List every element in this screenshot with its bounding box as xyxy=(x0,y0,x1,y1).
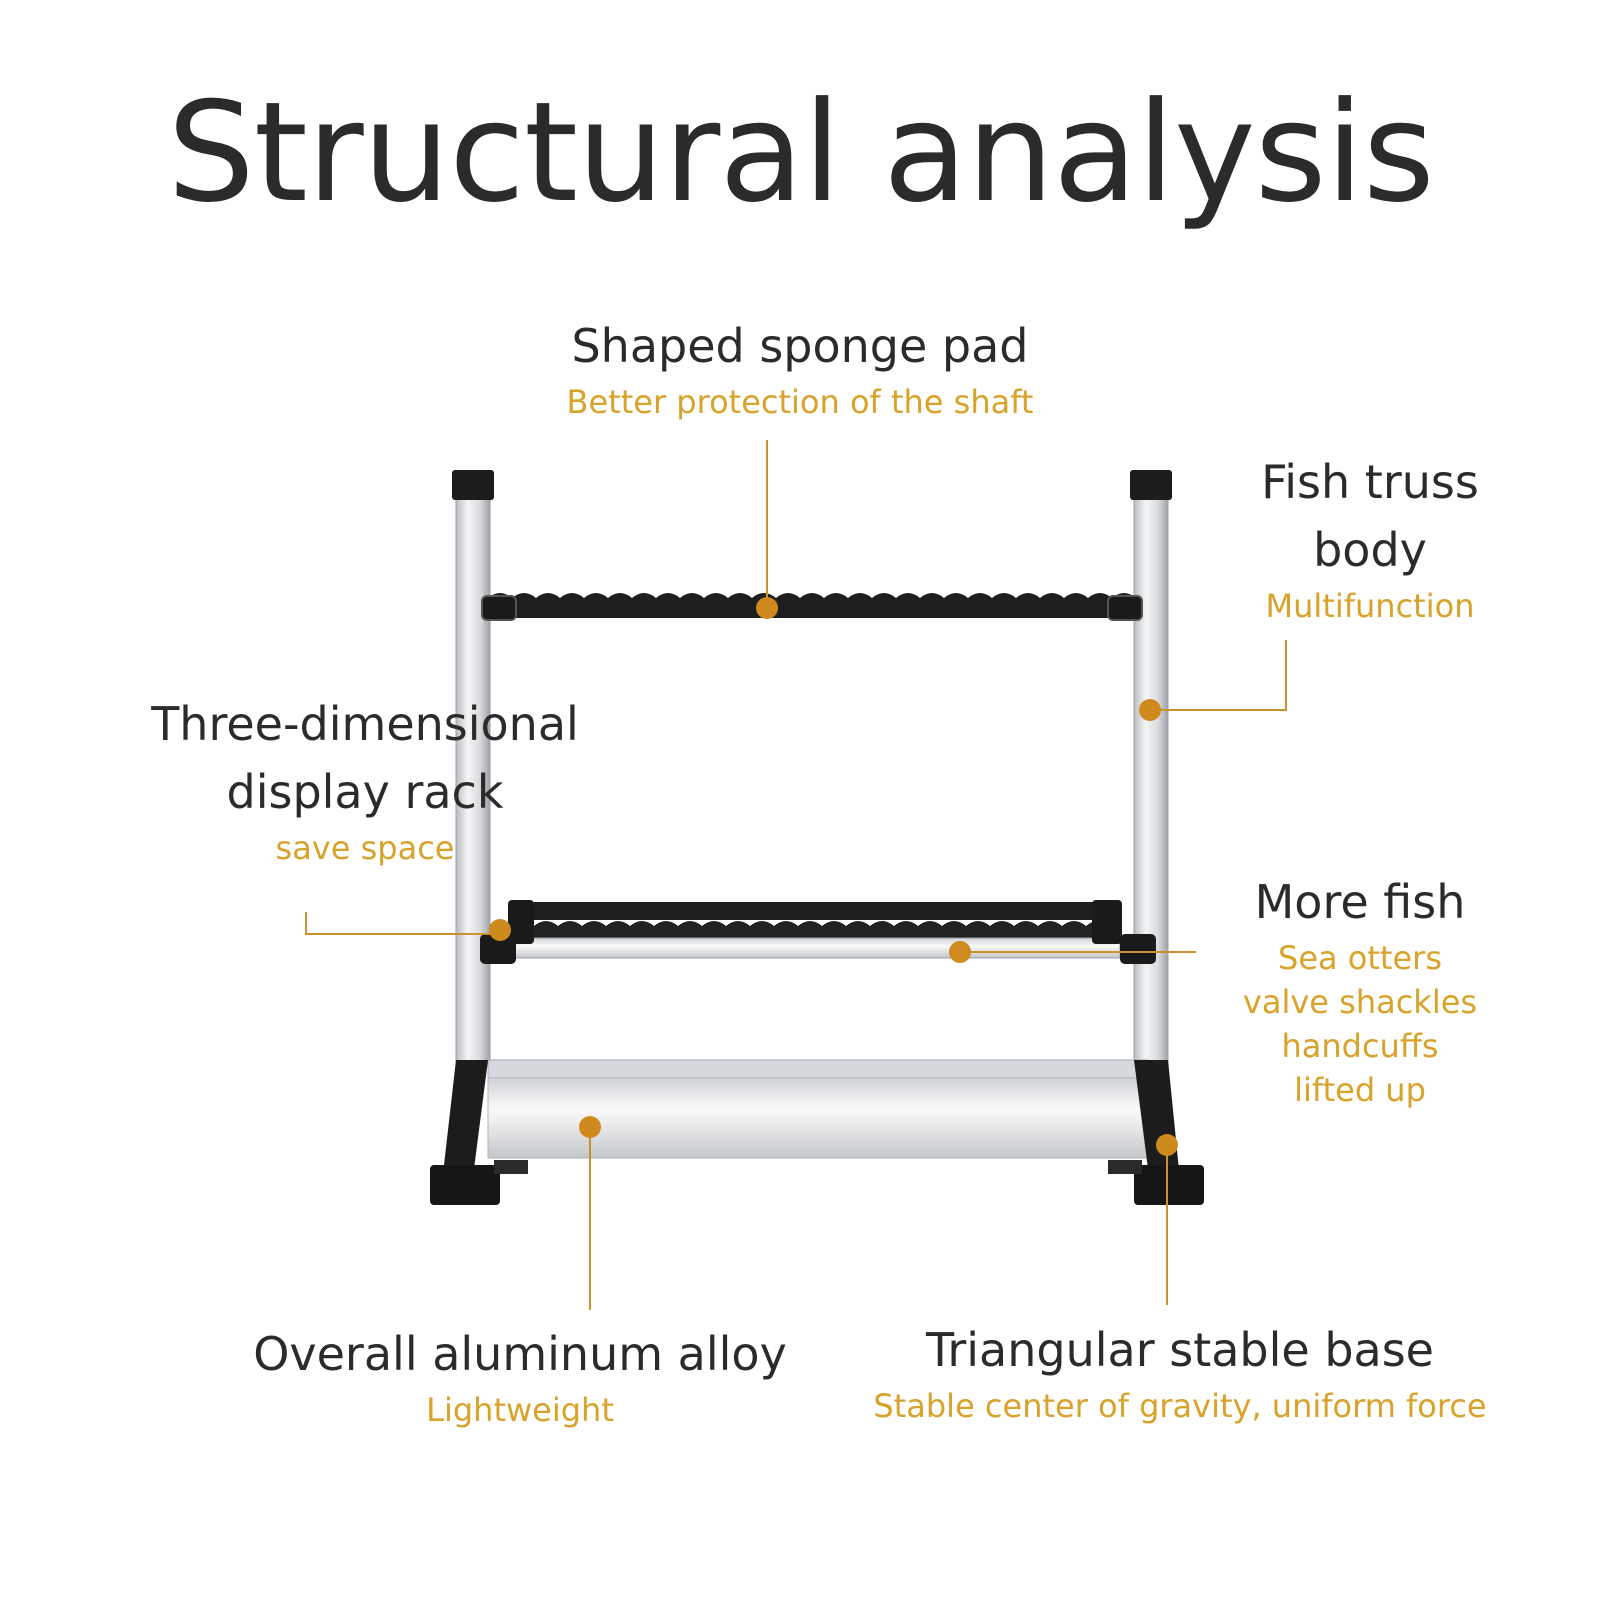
callout-display-rack: Three-dimensional display rack save spac… xyxy=(120,690,610,870)
callout-aluminum-subtitle: Lightweight xyxy=(426,1391,614,1429)
left-upright xyxy=(452,470,494,1067)
callout-sponge-pad-title: Shaped sponge pad xyxy=(571,319,1029,373)
callout-aluminum: Overall aluminum alloy Lightweight xyxy=(200,1320,840,1432)
callout-more-fish-title: More fish xyxy=(1254,875,1466,929)
callout-base: Triangular stable base Stable center of … xyxy=(820,1316,1540,1428)
page-title: Structural analysis xyxy=(167,72,1435,233)
dot-display-rack xyxy=(489,919,511,941)
callout-dots xyxy=(489,597,1178,1156)
callout-display-rack-subtitle: save space xyxy=(275,829,455,867)
lower-rack-frame xyxy=(480,900,1156,964)
callout-more-fish-sub-line2: valve shackles xyxy=(1242,983,1478,1021)
top-sponge-bar xyxy=(481,593,1143,621)
callout-sponge-pad-subtitle: Better protection of the shaft xyxy=(566,383,1034,421)
callout-aluminum-title: Overall aluminum alloy xyxy=(253,1327,787,1381)
callout-more-fish-sub-line4: lifted up xyxy=(1294,1071,1426,1109)
callout-truss-body: Fish truss body Multifunction xyxy=(1190,448,1550,628)
dot-truss-body xyxy=(1139,699,1161,721)
callout-truss-body-title-line1: Fish truss xyxy=(1261,455,1479,509)
callout-base-title: Triangular stable base xyxy=(926,1323,1434,1377)
callout-sponge-pad: Shaped sponge pad Better protection of t… xyxy=(500,312,1100,424)
dot-sponge-pad xyxy=(756,597,778,619)
callout-display-rack-title-line2: display rack xyxy=(226,765,504,819)
triangular-base xyxy=(430,1059,1204,1205)
callout-more-fish: More fish Sea otters valve shackles hand… xyxy=(1180,868,1540,1112)
callout-more-fish-sub-line1: Sea otters xyxy=(1278,939,1442,977)
callout-base-subtitle: Stable center of gravity, uniform force xyxy=(873,1387,1487,1425)
callout-truss-body-subtitle: Multifunction xyxy=(1265,587,1475,625)
leader-lines xyxy=(305,440,1287,1310)
dot-aluminum xyxy=(579,1116,601,1138)
dot-more-fish xyxy=(949,941,971,963)
dot-base xyxy=(1156,1134,1178,1156)
callout-display-rack-title-line1: Three-dimensional xyxy=(151,697,579,751)
right-upright xyxy=(1130,470,1172,1067)
callout-more-fish-sub-line3: handcuffs xyxy=(1281,1027,1439,1065)
callout-truss-body-title-line2: body xyxy=(1313,523,1427,577)
